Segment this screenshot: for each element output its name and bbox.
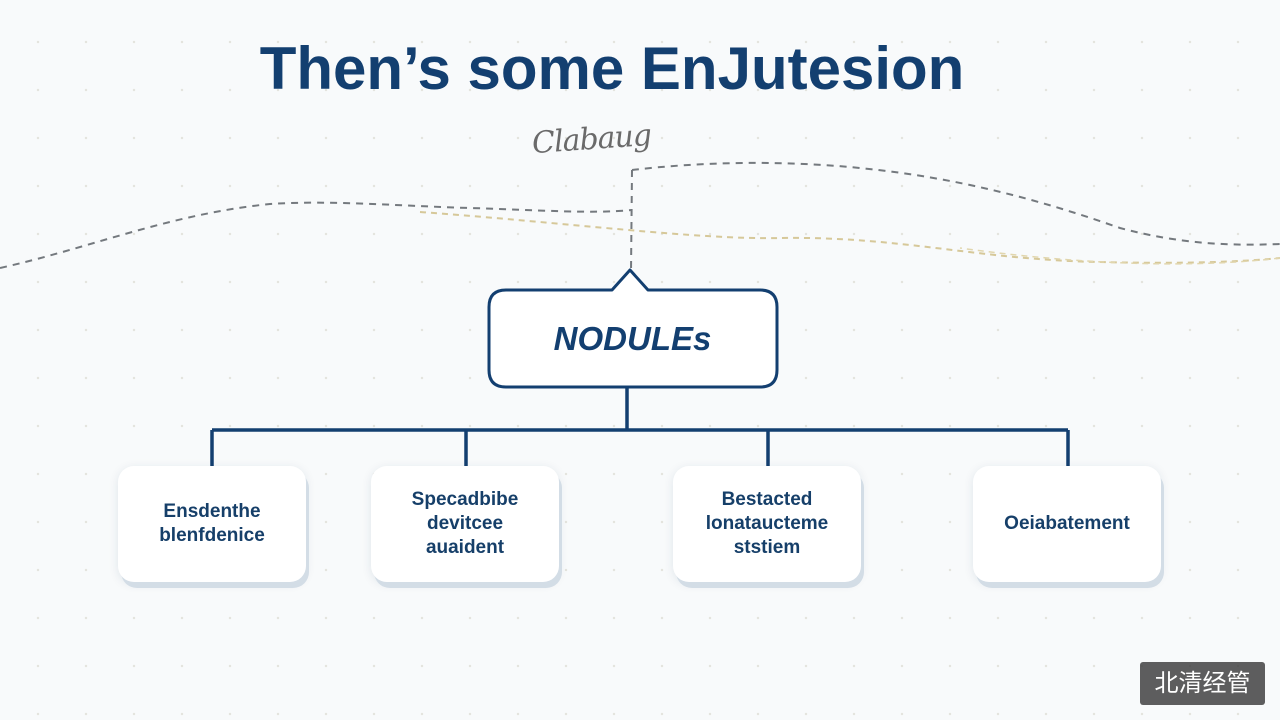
watermark-badge: 北清经管 <box>1140 662 1265 705</box>
child-node-2: Specadbibe devitcee auaident <box>371 466 559 582</box>
diagram-title: Then’s some EnJutesion <box>259 35 965 102</box>
root-node-box <box>487 268 779 389</box>
child-node-3: Bestacted lonataucteme ststiem <box>673 466 861 582</box>
child-node-1-label: Ensdenthe blenfdenice <box>159 501 265 546</box>
child-node-2-label: Specadbibe devitcee auaident <box>411 489 519 558</box>
child-node-3-label: Bestacted lonataucteme ststiem <box>705 489 829 558</box>
dashed-curve-left <box>0 201 633 269</box>
root-node-label: NODULEs <box>553 320 712 357</box>
child-node-4-label: Oeiabatement <box>1004 513 1130 534</box>
child-node-4: Oeiabatement <box>973 466 1161 582</box>
dashed-drop-line <box>630 169 633 273</box>
faint-dashed-curve-right <box>959 247 1280 265</box>
faint-dashed-curve <box>419 211 1280 264</box>
child-node-1: Ensdenthe blenfdenice <box>118 466 306 582</box>
dashed-curve-right <box>631 161 1280 246</box>
